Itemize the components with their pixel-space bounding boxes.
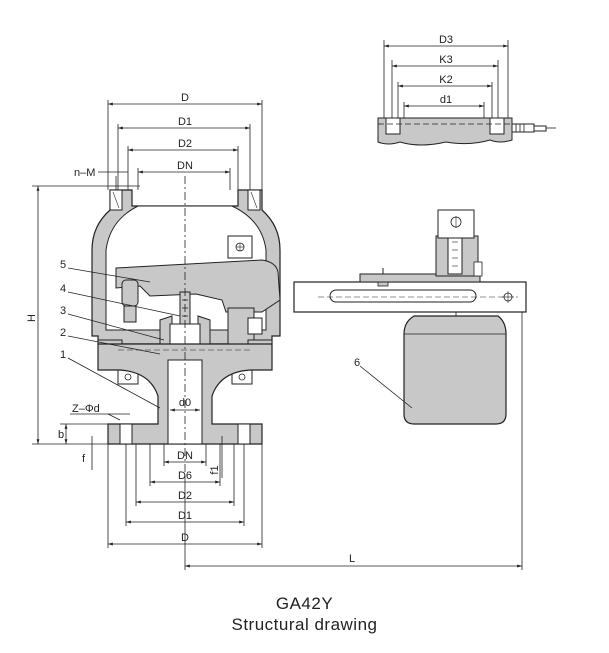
valve-body [91, 176, 281, 476]
dim-K3: K3 [439, 54, 452, 66]
callout-5: 5 [60, 259, 66, 271]
dim-D1-top: D1 [178, 116, 192, 128]
flange-detail-inset: D3 K3 K2 d1 [377, 34, 556, 146]
bottom-dimensions: DN D6 D2 D1 D L [107, 312, 523, 570]
dim-b: b [58, 429, 64, 441]
drawing-subtitle: Structural drawing [231, 615, 378, 634]
lever-and-weight [227, 209, 527, 425]
dim-K2: K2 [439, 74, 452, 86]
drawing-model-title: GA42Y [275, 594, 334, 613]
callout-6: 6 [354, 357, 360, 369]
callout-1: 1 [60, 349, 66, 361]
dim-H: H [26, 314, 38, 322]
dim-L: L [349, 553, 355, 565]
callout-4: 4 [60, 283, 66, 295]
dim-D-top: D [181, 92, 189, 104]
dim-DN-top: DN [177, 160, 193, 172]
d0-dimension: d0 [170, 397, 200, 412]
dim-D3: D3 [439, 34, 453, 46]
callout-2: 2 [60, 327, 66, 339]
side-dimensions: H b f Z–Φd [26, 185, 140, 470]
f1-dimension: f1 [209, 436, 223, 478]
top-dimensions: D D1 D2 DN n–M [74, 92, 263, 206]
dim-Z-phid: Z–Φd [72, 403, 100, 415]
dim-DN-bottom: DN [177, 450, 193, 462]
dim-D2-top: D2 [178, 138, 192, 150]
dim-f: f [82, 453, 86, 465]
dim-f1: f1 [209, 465, 221, 474]
dim-d0: d0 [179, 397, 191, 409]
dim-d1: d1 [440, 94, 452, 106]
callout-labels: 5 4 3 2 1 6 [60, 259, 413, 409]
dim-n-M: n–M [74, 167, 95, 179]
callout-3: 3 [60, 305, 66, 317]
